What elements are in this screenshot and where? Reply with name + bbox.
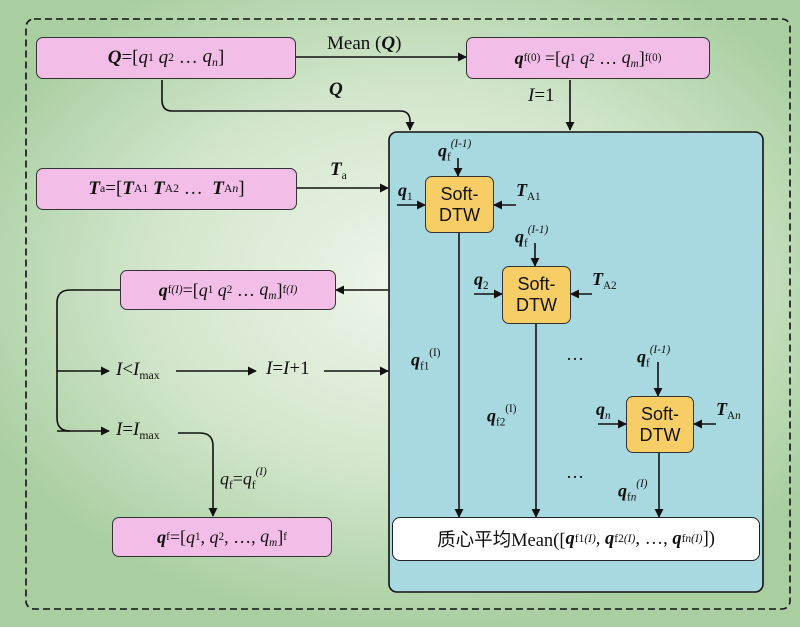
soft-dtw-panel bbox=[388, 131, 764, 593]
centroid-prefix: 质心平均Mean([ bbox=[437, 531, 566, 551]
soft-dtw-1-line1: Soft- bbox=[440, 183, 479, 204]
dtw1-prev-centroid-label: qf(I-1) bbox=[438, 138, 472, 164]
soft-dtw-box-n: Soft- DTW bbox=[626, 396, 694, 453]
soft-dtw-1-line2: DTW bbox=[439, 204, 480, 225]
q-pass-label: Q bbox=[329, 79, 343, 100]
dtwn-query-label: qn bbox=[596, 399, 611, 422]
dtw2-prev-centroid-label: qf(I-1) bbox=[515, 224, 549, 250]
output-qf1-label: qf1(I) bbox=[411, 347, 441, 373]
arrow-eq-to-final bbox=[178, 432, 218, 517]
branch-trunk bbox=[56, 289, 120, 432]
condition-equal-max: I=Imax bbox=[116, 419, 160, 443]
dtwn-template-label: TAn bbox=[716, 399, 741, 422]
centroid-suffix: ]) bbox=[702, 528, 715, 549]
dtw1-template-label: TA1 bbox=[516, 180, 541, 203]
outer-dashed-frame bbox=[25, 18, 791, 610]
soft-dtw-n-line2: DTW bbox=[639, 424, 681, 445]
soft-dtw-box-2: Soft- DTW bbox=[502, 266, 571, 324]
soft-dtw-2-line2: DTW bbox=[516, 295, 557, 315]
dtw1-query-label: q1 bbox=[398, 180, 413, 203]
increment-label: I=I+1 bbox=[266, 358, 310, 379]
mean-text: Mean bbox=[327, 33, 371, 54]
condition-less-than-max: I<Imax bbox=[116, 359, 160, 383]
increment-text: +1 bbox=[289, 358, 310, 379]
soft-dtw-2-line1: Soft- bbox=[517, 274, 556, 294]
arrow-q-to-panel bbox=[161, 80, 415, 131]
final-assign-label: qf=qf(I) bbox=[220, 466, 267, 492]
iteration-init-text: =1 bbox=[534, 85, 555, 106]
dtw2-template-label: TA2 bbox=[592, 269, 617, 292]
ellipsis-middle: … bbox=[566, 344, 584, 364]
soft-dtw-box-1: Soft- DTW bbox=[425, 176, 494, 233]
mean-q-label: Mean (Q) bbox=[327, 33, 402, 54]
dtw2-query-label: q2 bbox=[474, 269, 489, 292]
dtwn-prev-centroid-label: qf(I-1) bbox=[637, 344, 671, 370]
output-qfn-label: qfn(I) bbox=[618, 478, 648, 504]
iteration-init-label: I=1 bbox=[528, 85, 555, 106]
output-qf2-label: qf2(I) bbox=[487, 403, 517, 429]
soft-dtw-n-line1: Soft- bbox=[640, 403, 679, 424]
ta-pass-label: Ta bbox=[330, 159, 347, 183]
ellipsis-lower: … bbox=[566, 462, 584, 482]
